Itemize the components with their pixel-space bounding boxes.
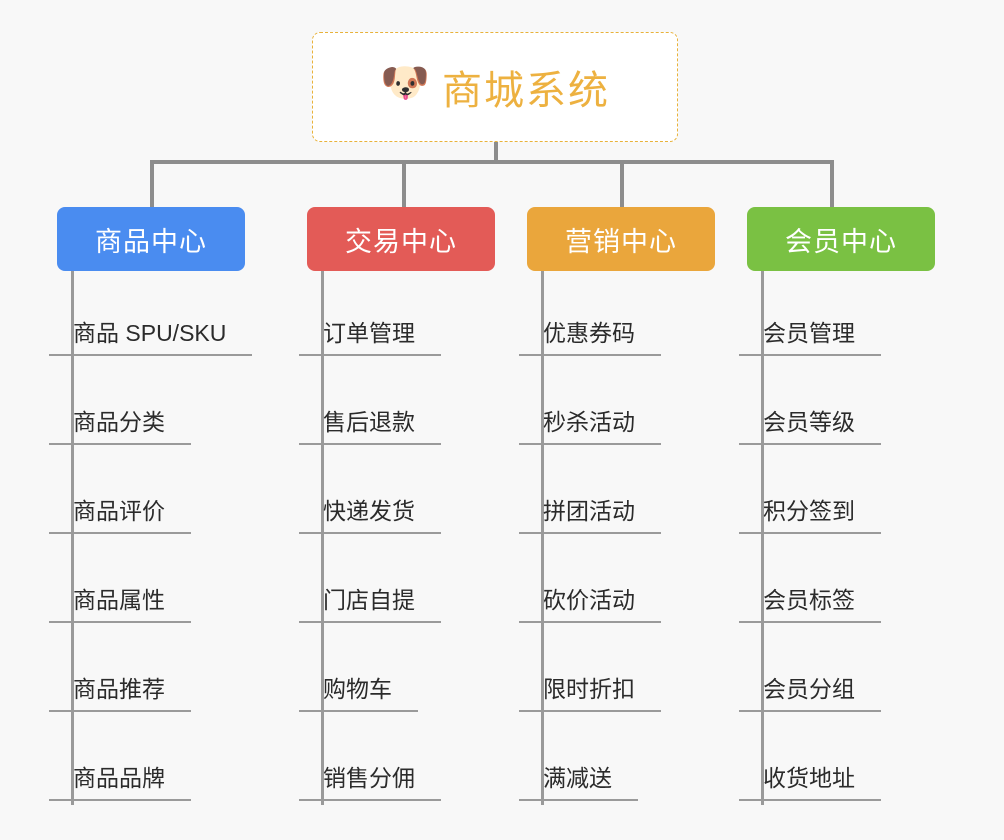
list-item[interactable]: 会员标签 bbox=[739, 538, 935, 627]
root-stem-connector bbox=[494, 142, 498, 164]
list-item[interactable]: 砍价活动 bbox=[519, 538, 715, 627]
list-item-label: 商品评价 bbox=[49, 492, 191, 534]
list-item-label: 商品推荐 bbox=[49, 670, 191, 712]
list-item[interactable]: 商品 SPU/SKU bbox=[49, 271, 253, 360]
list-item-label: 售后退款 bbox=[299, 403, 441, 445]
branch-drop-connector-2 bbox=[402, 160, 406, 207]
list-item-label: 会员等级 bbox=[739, 403, 881, 445]
list-item[interactable]: 会员分组 bbox=[739, 627, 935, 716]
list-item[interactable]: 优惠券码 bbox=[519, 271, 715, 360]
list-item[interactable]: 商品推荐 bbox=[49, 627, 245, 716]
list-item[interactable]: 积分签到 bbox=[739, 449, 935, 538]
tree-spine-trade-center bbox=[321, 271, 324, 805]
list-item[interactable]: 收货地址 bbox=[739, 716, 935, 805]
list-item-label: 会员管理 bbox=[739, 314, 881, 356]
list-item[interactable]: 商品分类 bbox=[49, 360, 245, 449]
column-items-product-center: 商品 SPU/SKU 商品分类商品评价商品属性商品推荐商品品牌 bbox=[49, 271, 253, 805]
list-item-label: 购物车 bbox=[299, 670, 418, 712]
branch-drop-connector-4 bbox=[830, 160, 834, 207]
list-item-label: 满减送 bbox=[519, 759, 638, 801]
list-item[interactable]: 售后退款 bbox=[299, 360, 495, 449]
list-item-label: 砍价活动 bbox=[519, 581, 661, 623]
list-item-label: 商品品牌 bbox=[49, 759, 191, 801]
list-item-label: 会员分组 bbox=[739, 670, 881, 712]
column-marketing-center: 营销中心优惠券码秒杀活动拼团活动砍价活动限时折扣满减送 bbox=[519, 207, 715, 805]
column-header-member-center[interactable]: 会员中心 bbox=[747, 207, 935, 271]
list-item-label: 限时折扣 bbox=[519, 670, 661, 712]
column-header-trade-center[interactable]: 交易中心 bbox=[307, 207, 495, 271]
column-header-marketing-center[interactable]: 营销中心 bbox=[527, 207, 715, 271]
list-item[interactable]: 商品属性 bbox=[49, 538, 245, 627]
column-header-product-center[interactable]: 商品中心 bbox=[57, 207, 245, 271]
root-node[interactable]: 🐶 商城系统 bbox=[312, 32, 678, 142]
list-item-label: 商品分类 bbox=[49, 403, 191, 445]
tree-spine-product-center bbox=[71, 271, 74, 805]
list-item-label: 订单管理 bbox=[299, 314, 441, 356]
list-item-label: 拼团活动 bbox=[519, 492, 661, 534]
list-item[interactable]: 会员等级 bbox=[739, 360, 935, 449]
list-item[interactable]: 商品品牌 bbox=[49, 716, 245, 805]
list-item-label: 商品 SPU/SKU bbox=[49, 314, 253, 356]
branch-drop-connector-3 bbox=[620, 160, 624, 207]
list-item-label: 会员标签 bbox=[739, 581, 881, 623]
column-member-center: 会员中心会员管理会员等级积分签到会员标签会员分组收货地址 bbox=[739, 207, 935, 805]
column-items-member-center: 会员管理会员等级积分签到会员标签会员分组收货地址 bbox=[739, 271, 935, 805]
column-product-center: 商品中心商品 SPU/SKU 商品分类商品评价商品属性商品推荐商品品牌 bbox=[49, 207, 253, 805]
list-item[interactable]: 快递发货 bbox=[299, 449, 495, 538]
list-item[interactable]: 门店自提 bbox=[299, 538, 495, 627]
column-items-marketing-center: 优惠券码秒杀活动拼团活动砍价活动限时折扣满减送 bbox=[519, 271, 715, 805]
tree-spine-member-center bbox=[761, 271, 764, 805]
list-item[interactable]: 销售分佣 bbox=[299, 716, 495, 805]
list-item-label: 商品属性 bbox=[49, 581, 191, 623]
list-item-label: 积分签到 bbox=[739, 492, 881, 534]
list-item[interactable]: 订单管理 bbox=[299, 271, 495, 360]
list-item-label: 收货地址 bbox=[739, 759, 881, 801]
list-item[interactable]: 拼团活动 bbox=[519, 449, 715, 538]
list-item-label: 门店自提 bbox=[299, 581, 441, 623]
list-item-label: 快递发货 bbox=[299, 492, 441, 534]
list-item-label: 优惠券码 bbox=[519, 314, 661, 356]
list-item[interactable]: 限时折扣 bbox=[519, 627, 715, 716]
list-item[interactable]: 秒杀活动 bbox=[519, 360, 715, 449]
branch-drop-connector-1 bbox=[150, 160, 154, 207]
list-item[interactable]: 商品评价 bbox=[49, 449, 245, 538]
root-title: 商城系统 bbox=[442, 69, 610, 113]
column-items-trade-center: 订单管理售后退款快递发货门店自提购物车销售分佣 bbox=[299, 271, 495, 805]
list-item[interactable]: 会员管理 bbox=[739, 271, 935, 360]
list-item[interactable]: 购物车 bbox=[299, 627, 495, 716]
tree-spine-marketing-center bbox=[541, 271, 544, 805]
column-trade-center: 交易中心订单管理售后退款快递发货门店自提购物车销售分佣 bbox=[299, 207, 495, 805]
shiba-dog-face-icon: 🐶 bbox=[380, 61, 430, 105]
list-item-label: 销售分佣 bbox=[299, 759, 441, 801]
horizontal-bus-connector bbox=[150, 160, 832, 164]
list-item[interactable]: 满减送 bbox=[519, 716, 715, 805]
list-item-label: 秒杀活动 bbox=[519, 403, 661, 445]
